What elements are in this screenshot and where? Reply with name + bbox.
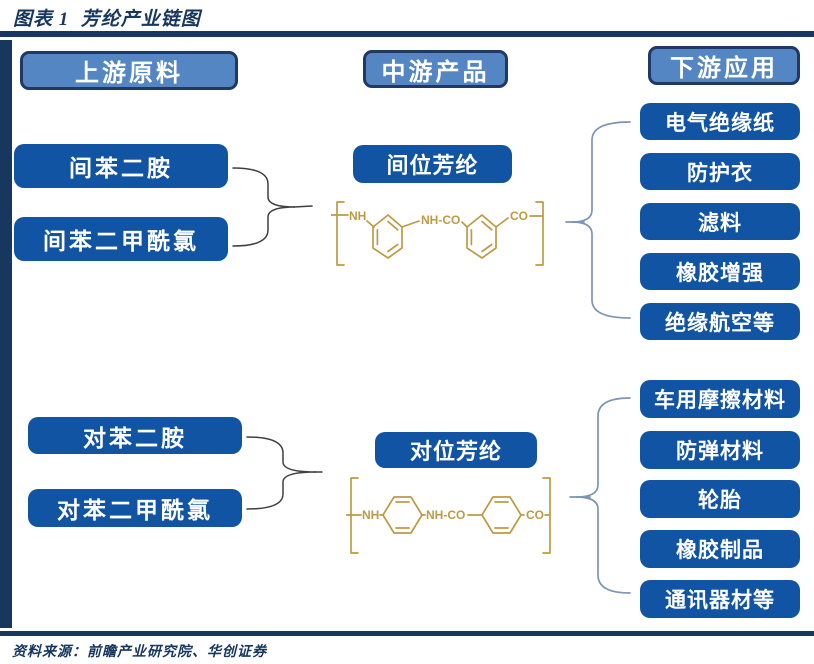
- source-note: 资料来源：前瞻产业研究院、华创证券: [12, 645, 267, 660]
- left-accent-bar: [0, 40, 12, 628]
- midstream-para-aramid-box: 对位芳纶: [375, 432, 537, 468]
- aromatic-bond: [481, 243, 493, 253]
- bond: [495, 217, 509, 228]
- column-header-midstream: 中游产品: [363, 50, 508, 88]
- aromatic-bond: [387, 220, 399, 231]
- amine-label: NH: [362, 508, 379, 522]
- upstream-para-material-box: 对苯二胺: [28, 417, 242, 454]
- polymer-bracket-right: [542, 477, 551, 554]
- brace-upstream-para-connector: [246, 436, 323, 510]
- bond: [366, 220, 375, 228]
- figure-title: 图表 1 芳纶产业链图: [13, 9, 201, 30]
- para-aramid-structure: NH NH-CO CO: [346, 477, 551, 554]
- brace-downstream-meta-connector: [565, 121, 631, 319]
- amine-label: NH: [349, 209, 366, 223]
- column-header-downstream: 下游应用: [648, 46, 800, 85]
- downstream-para-app-box: 通讯器材等: [640, 580, 800, 618]
- downstream-meta-app-box: 防护衣: [640, 153, 800, 190]
- downstream-para-app-box: 防弹材料: [640, 431, 800, 469]
- downstream-para-app-box: 轮胎: [640, 480, 800, 518]
- upstream-meta-material-box: 间苯二甲酰氯: [14, 217, 228, 261]
- polymer-bracket-right: [535, 201, 544, 266]
- aromatic-bond: [481, 220, 493, 231]
- downstream-meta-app-box: 橡胶增强: [640, 253, 800, 290]
- upstream-meta-material-box: 间苯二胺: [14, 144, 228, 188]
- amide-label: NH-CO: [426, 508, 465, 522]
- upstream-para-material-box: 对苯二甲酰氯: [28, 489, 242, 527]
- brace-downstream-para-connector: [569, 397, 631, 594]
- downstream-para-app-box: 车用摩擦材料: [640, 380, 800, 418]
- carbonyl-label: CO: [526, 508, 544, 522]
- column-header-upstream: 上游原料: [20, 51, 238, 90]
- aromatic-bond: [387, 243, 399, 253]
- midstream-meta-aramid-box: 间位芳纶: [353, 145, 512, 183]
- title-underline: [0, 31, 814, 37]
- brace-upstream-meta-connector: [232, 167, 313, 247]
- carbonyl-label: CO: [510, 209, 528, 223]
- polymer-bracket-left: [336, 201, 345, 266]
- bond: [401, 220, 420, 228]
- downstream-para-app-box: 橡胶制品: [640, 530, 800, 568]
- footer-rule: [0, 631, 814, 636]
- downstream-meta-app-box: 绝缘航空等: [640, 303, 800, 340]
- amide-label: NH-CO: [421, 213, 460, 227]
- downstream-meta-app-box: 电气绝缘纸: [640, 103, 800, 140]
- bond: [461, 221, 468, 228]
- meta-aramid-structure: NH NH-CO CO: [331, 201, 544, 266]
- downstream-meta-app-box: 滤料: [640, 203, 800, 240]
